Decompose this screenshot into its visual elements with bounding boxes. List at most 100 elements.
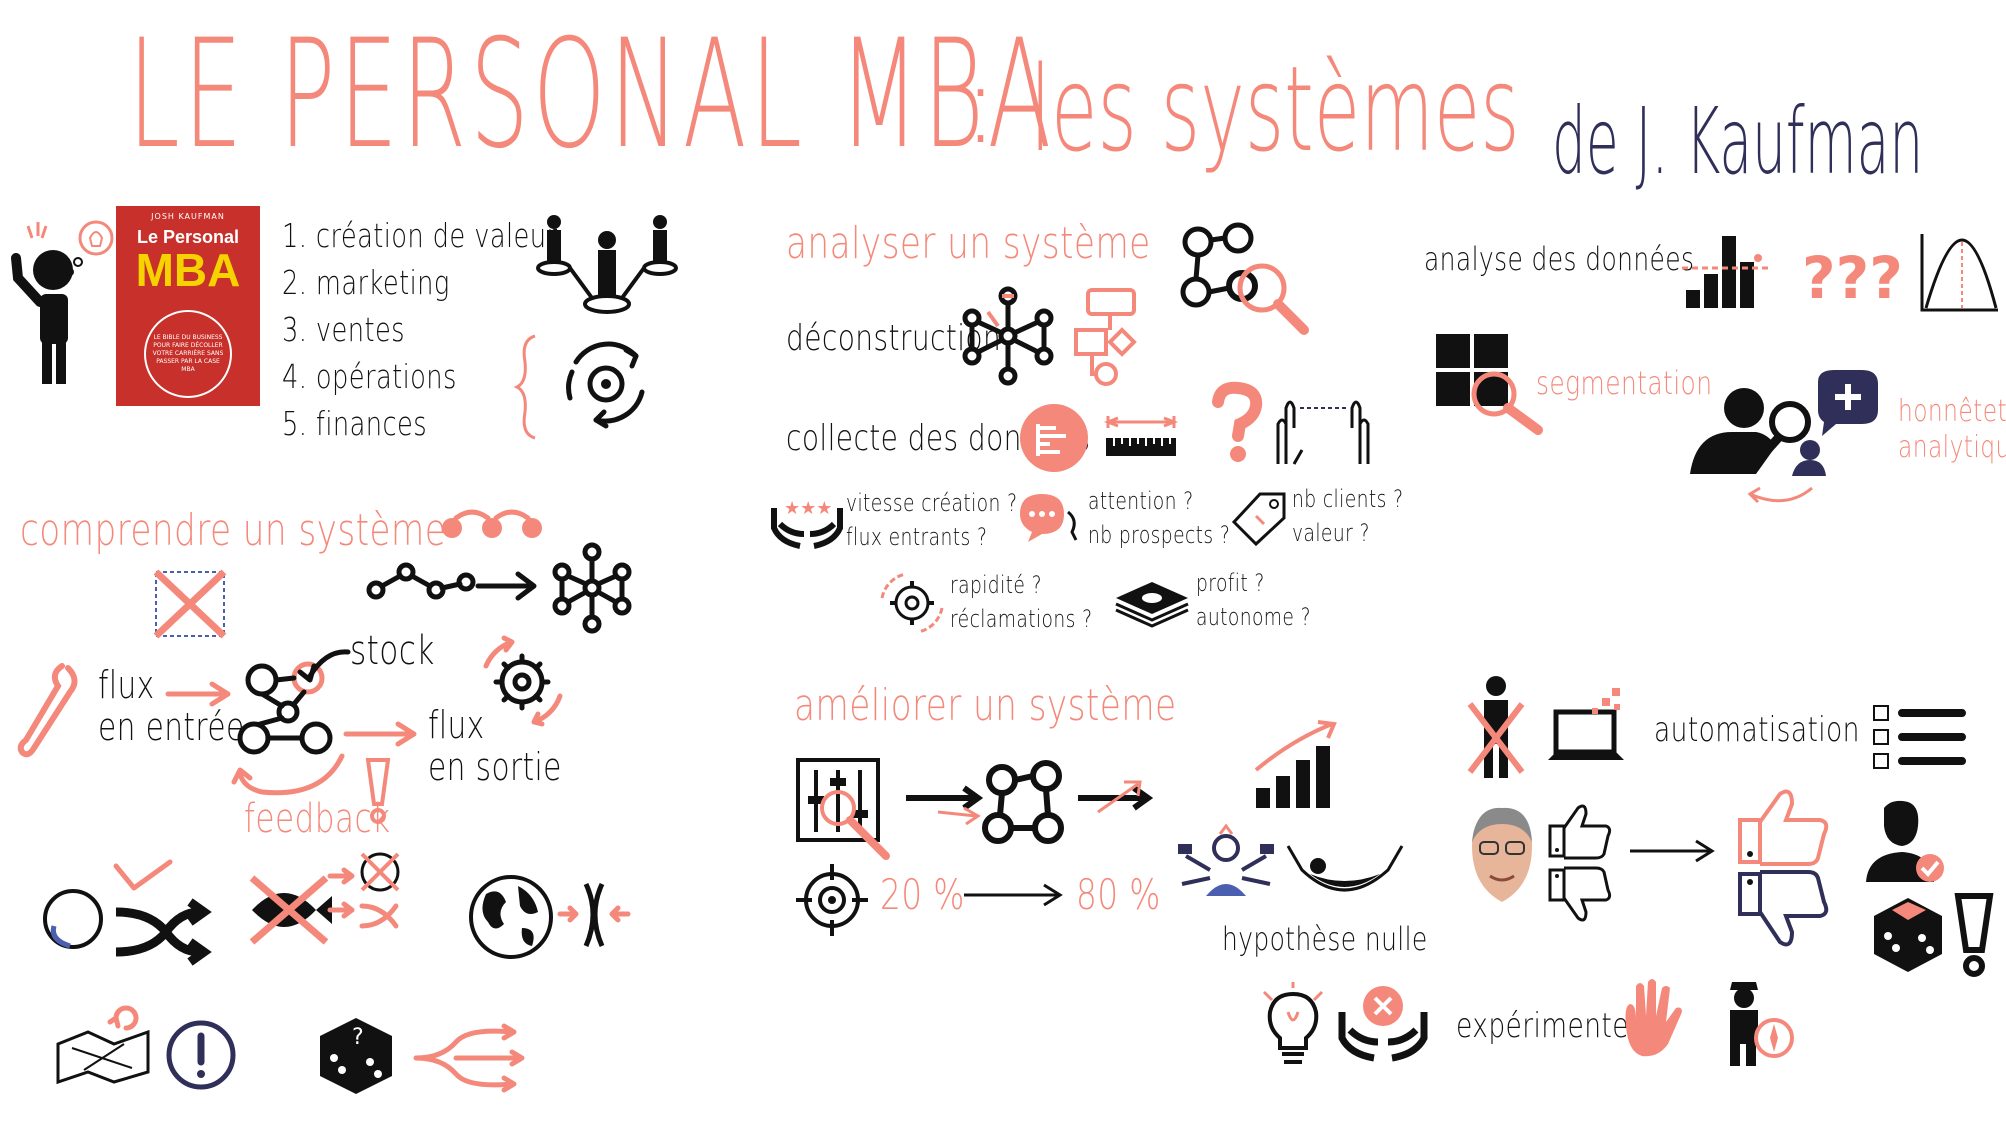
analyser-heading: analyser un système xyxy=(786,218,1151,269)
pct-arrow xyxy=(964,883,1063,907)
hand-print-icon xyxy=(1625,979,1682,1057)
checklist-icon xyxy=(1873,705,1966,769)
shuffle-icon xyxy=(113,859,212,966)
thumb-down-large-icon xyxy=(1738,870,1829,947)
svg-text:?: ? xyxy=(352,1025,364,1050)
multitask-person-icon xyxy=(1178,823,1274,896)
q-rapidite: rapidité ? réclamations ? xyxy=(950,568,1092,636)
q-vitesse: vitesse création ? flux entrants ? xyxy=(846,486,1017,554)
question-hand-icon xyxy=(1212,381,1263,462)
bell-curve-icon xyxy=(1920,234,1998,312)
q-attention: attention ? nb prospects ? xyxy=(1088,484,1230,552)
crossed-fish-icon xyxy=(249,875,332,945)
q-vitesse-creation: vitesse création ? xyxy=(846,489,1018,517)
explorer-icon xyxy=(1730,982,1794,1066)
target-icon xyxy=(796,864,868,936)
hypothese-label: hypothèse nulle xyxy=(1222,920,1428,958)
network-build-icon xyxy=(962,286,1054,386)
chat-icon xyxy=(1020,494,1078,542)
gear-arrows-icon xyxy=(483,635,563,727)
idea-person-icon xyxy=(11,220,114,384)
q-profit: profit ? autonome ? xyxy=(1196,566,1311,634)
cycle-gear-icon xyxy=(566,341,645,429)
improve-flow-arrows xyxy=(906,760,1154,844)
page-title: LE PERSONAL MBA xyxy=(128,8,1055,182)
part-item: 4. opérations xyxy=(282,357,457,396)
pct-20: 20 % xyxy=(880,870,965,919)
lightbulb-icon xyxy=(1262,982,1324,1064)
exclamation-black-icon xyxy=(1954,893,1994,977)
outflow-arrow xyxy=(343,721,417,747)
question-marks: ??? xyxy=(1802,244,1903,312)
flux-sortie-line2: en sortie xyxy=(428,745,562,789)
money-stack-icon xyxy=(1115,582,1189,628)
book-author: JOSH KAUFMAN xyxy=(151,212,225,221)
grid-magnify-icon xyxy=(1436,334,1543,435)
detective-icon xyxy=(1690,370,1878,504)
hands-cross-icon xyxy=(1338,986,1428,1062)
portrait xyxy=(1472,807,1532,902)
pct-80: 80 % xyxy=(1076,870,1161,919)
warning-circle-icon xyxy=(166,1020,236,1090)
q-attention-line: attention ? xyxy=(1088,487,1194,515)
flux-sortie-label: flux en sortie xyxy=(428,704,562,788)
compress-icon xyxy=(557,882,631,948)
stock-label: stock xyxy=(350,628,435,674)
stock-pointer xyxy=(297,649,351,683)
honnetete-line1: honnêteté xyxy=(1898,394,2006,429)
feedback-label: feedback xyxy=(244,796,391,842)
hands-stars-icon: ★★★ xyxy=(771,498,843,549)
title-author: de J. Kaufman xyxy=(1552,88,1924,195)
q-reclamations: réclamations ? xyxy=(950,605,1093,633)
flowchart-icon xyxy=(1074,288,1137,386)
flux-entree-line1: flux xyxy=(98,663,155,707)
chain-to-network-icon xyxy=(366,509,632,634)
bar-gauge-icon xyxy=(1020,404,1088,472)
title-subject: les systèmes xyxy=(1030,40,1520,178)
laptop-icon xyxy=(1548,688,1624,760)
flux-sortie-line1: flux xyxy=(428,703,485,747)
title-colon: : xyxy=(962,40,1000,168)
user-check-icon xyxy=(1866,800,1944,882)
wrench-icon xyxy=(17,663,78,758)
hands-measure-icon xyxy=(1276,400,1370,465)
mini-shuffle-icon xyxy=(327,852,400,929)
comprendre-heading: comprendre un système xyxy=(20,505,447,556)
globe-icon xyxy=(469,875,553,959)
brace-icon xyxy=(513,334,536,440)
exclamation-icon xyxy=(365,758,391,824)
part-item: 5. finances xyxy=(282,404,428,443)
growth-chart-icon xyxy=(1254,720,1337,808)
q-valeur: valeur ? xyxy=(1292,519,1370,547)
gear-cycle-icon xyxy=(880,572,944,634)
inflow-arrow xyxy=(165,681,231,707)
automatisation-label: automatisation xyxy=(1654,710,1860,750)
system-network-icon xyxy=(237,661,333,755)
dice-icon: ? xyxy=(320,1018,392,1094)
experimenter-label: expérimenter xyxy=(1456,1006,1641,1046)
book-cover: JOSH KAUFMAN Le Personal MBA LE BIBLE DU… xyxy=(116,206,260,406)
parts-list: 1. création de valeur 2. marketing 3. ve… xyxy=(282,212,557,447)
q-autonome: autonome ? xyxy=(1196,603,1311,631)
network-magnify-icon xyxy=(1180,222,1309,335)
segmentation-label: segmentation xyxy=(1536,364,1713,402)
mixer-icon xyxy=(796,758,890,860)
part-item: 2. marketing xyxy=(282,263,450,302)
analyse-donnees-label: analyse des données xyxy=(1424,240,1695,278)
feedback-arrow xyxy=(231,753,345,796)
flux-entree-label: flux en entrée xyxy=(98,664,245,748)
ruler-icon xyxy=(1103,416,1179,456)
q-nb-prospects: nb prospects ? xyxy=(1088,521,1231,549)
book-title-line2: MBA xyxy=(135,244,241,296)
price-tag-icon xyxy=(1231,492,1286,547)
part-item: 3. ventes xyxy=(282,310,405,349)
map-icon xyxy=(56,1005,150,1085)
hammock-icon xyxy=(1286,845,1404,892)
q-nb-clients: nb clients ? valeur ? xyxy=(1292,482,1403,550)
q-flux-entrants: flux entrants ? xyxy=(846,523,988,551)
q-rapidite-line: rapidité ? xyxy=(950,571,1042,599)
book-badge: LE BIBLE DU BUSINESS POUR FAIRE DÉCOLLER… xyxy=(144,310,232,398)
thumb-up-icon xyxy=(1548,804,1612,860)
flux-entree-line2: en entrée xyxy=(98,705,245,749)
feedback-compare-arrow xyxy=(1630,839,1715,863)
